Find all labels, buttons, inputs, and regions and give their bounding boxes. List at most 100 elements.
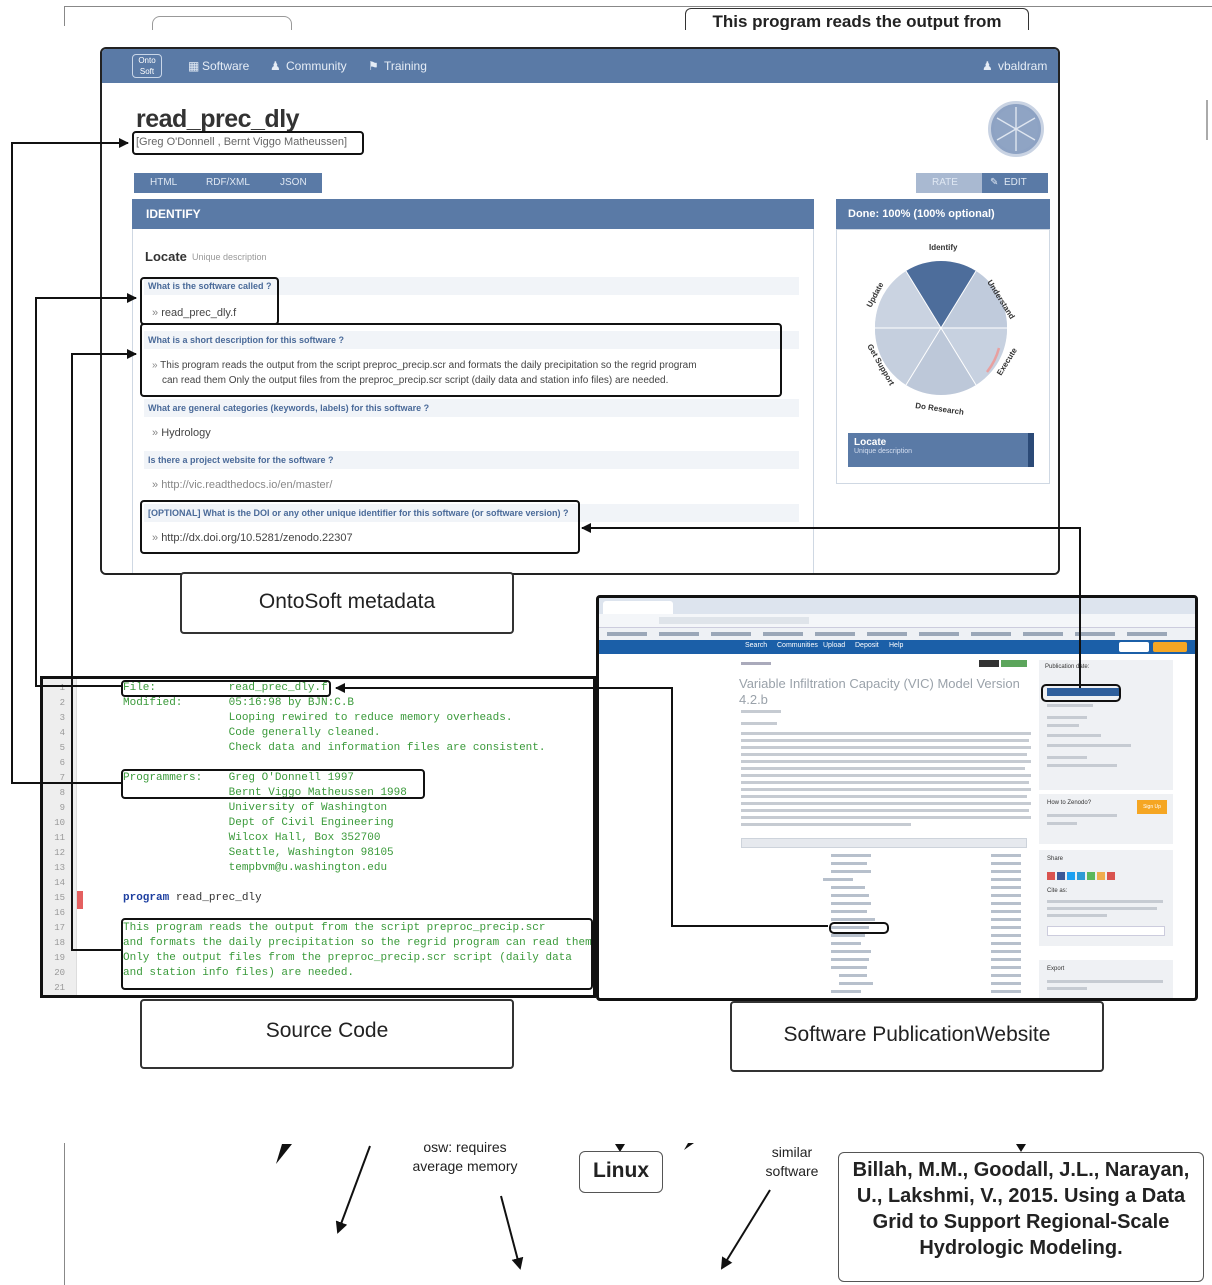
line-number: 8 <box>59 788 65 798</box>
nav-training-icon: ⚑ <box>368 59 379 73</box>
code-line: Programmers: Greg O'Donnell 1997 <box>123 772 355 784</box>
tree-item[interactable] <box>831 894 869 897</box>
share-icon[interactable] <box>1057 872 1065 880</box>
tree-item[interactable] <box>831 910 867 913</box>
doi-badge[interactable] <box>1047 688 1119 696</box>
line-number: 11 <box>54 833 65 843</box>
tree-item[interactable] <box>831 966 867 969</box>
browser-tab[interactable] <box>603 601 673 614</box>
bottom-arrow <box>335 1145 371 1234</box>
text-line <box>741 739 1029 742</box>
text-line <box>1047 814 1117 817</box>
share-icon[interactable] <box>1107 872 1115 880</box>
arrow-description <box>71 349 137 951</box>
sidebar-heading-share: Share <box>1047 856 1064 862</box>
line-number: 5 <box>59 743 65 753</box>
browser-url-bar[interactable] <box>599 614 1195 628</box>
nav-deposit[interactable]: Deposit <box>855 642 879 649</box>
share-icon[interactable] <box>1077 872 1085 880</box>
code-line: Looping rewired to reduce memory overhea… <box>123 712 513 724</box>
wheel-segment-understand[interactable] <box>941 271 1008 328</box>
signup-nav-button[interactable] <box>1153 642 1187 652</box>
badge-dataset <box>979 660 999 667</box>
format-html[interactable]: HTML <box>150 177 178 188</box>
format-rdf[interactable]: RDF/XML <box>206 177 250 188</box>
tree-item-read-prec-dly[interactable] <box>831 926 869 929</box>
pie-avatar-icon <box>994 107 1038 151</box>
code-line: Dept of Civil Engineering <box>123 817 394 829</box>
tree-item[interactable] <box>839 974 867 977</box>
files-header[interactable] <box>741 838 1027 848</box>
bottom-arrow <box>500 1195 524 1270</box>
tree-item[interactable] <box>831 990 861 993</box>
wheel-segment-research[interactable] <box>906 328 976 396</box>
tree-item[interactable] <box>831 862 867 865</box>
nav-user[interactable]: vbaldram <box>998 59 1048 73</box>
signup-button[interactable]: Sign Up <box>1137 800 1167 814</box>
share-icon[interactable] <box>1087 872 1095 880</box>
sidebar-how-to: How to Zenodo? Sign Up <box>1039 794 1173 844</box>
citation-style-select[interactable] <box>1047 926 1165 936</box>
rate-button[interactable]: RATE <box>932 177 958 188</box>
file-size-column <box>991 854 1021 994</box>
bookmark-items[interactable] <box>607 632 1177 636</box>
sidebar-publication: Publication date: <box>1039 660 1173 790</box>
tree-item[interactable] <box>831 918 875 921</box>
edit-button[interactable]: EDIT <box>1004 177 1027 188</box>
nav-software[interactable]: Software <box>202 59 250 73</box>
format-json[interactable]: JSON <box>280 177 307 188</box>
tree-item[interactable] <box>823 878 853 881</box>
text-line <box>1047 914 1107 917</box>
answer-website[interactable]: http://vic.readthedocs.io/en/master/ <box>152 479 332 491</box>
nav-training[interactable]: Training <box>384 59 427 73</box>
tree-item[interactable] <box>831 942 861 945</box>
badge-open-access <box>1001 660 1027 667</box>
bottom-arrowhead <box>615 1144 625 1152</box>
wheel-segment-update[interactable] <box>874 271 941 328</box>
wheel-segment-identify[interactable] <box>906 260 976 328</box>
tree-item[interactable] <box>831 854 871 857</box>
tree-item[interactable] <box>831 934 865 937</box>
answer-doi[interactable]: http://dx.doi.org/10.5281/zenodo.22307 <box>152 532 352 544</box>
nav-help[interactable]: Help <box>889 642 904 649</box>
share-icon[interactable] <box>1047 872 1055 880</box>
wheel-segment-support[interactable] <box>874 328 941 385</box>
nav-search[interactable]: Search <box>745 642 768 649</box>
ontosoft-logo[interactable]: Onto Soft <box>132 54 162 78</box>
linux-node: Linux <box>579 1151 663 1193</box>
answer-name[interactable]: read_prec_dly.f <box>152 307 236 319</box>
answer-description[interactable]: This program reads the output from the s… <box>152 360 696 371</box>
code-line: University of Washington <box>123 802 388 814</box>
share-icon[interactable] <box>1067 872 1075 880</box>
description-code-highlight <box>121 918 593 990</box>
tree-item[interactable] <box>831 902 871 905</box>
text-line <box>741 809 1029 812</box>
login-button[interactable] <box>1119 642 1149 652</box>
tree-item[interactable] <box>831 870 871 873</box>
line-number: 1 <box>59 683 65 693</box>
text-line <box>741 732 1031 735</box>
nav-upload[interactable]: Upload <box>823 642 846 649</box>
tree-item[interactable] <box>831 950 871 953</box>
text-line <box>741 746 1031 749</box>
bottom-arrowhead <box>276 1144 292 1164</box>
text-line <box>1047 987 1087 990</box>
nav-community[interactable]: Community <box>286 59 347 73</box>
tree-item[interactable] <box>839 982 873 985</box>
nav-community-icon: ♟ <box>270 59 281 73</box>
text-line <box>1047 907 1157 910</box>
tree-item[interactable] <box>831 886 865 889</box>
tree-item[interactable] <box>831 958 869 961</box>
wheel-segment-execute[interactable] <box>941 328 1008 385</box>
line-number: 21 <box>54 983 65 993</box>
zenodo-navbar: Search Communities Upload Deposit Help <box>599 640 1195 654</box>
nav-communities[interactable]: Communities <box>777 642 818 649</box>
locate-card[interactable]: Locate Unique description <box>848 433 1034 467</box>
top-frame <box>64 6 1212 26</box>
label-publication-website: Software PublicationWebsite <box>730 1001 1104 1072</box>
answer-keywords[interactable]: Hydrology <box>152 427 211 439</box>
share-icon[interactable] <box>1097 872 1105 880</box>
line-number: 13 <box>54 863 65 873</box>
url-field[interactable] <box>659 617 809 624</box>
